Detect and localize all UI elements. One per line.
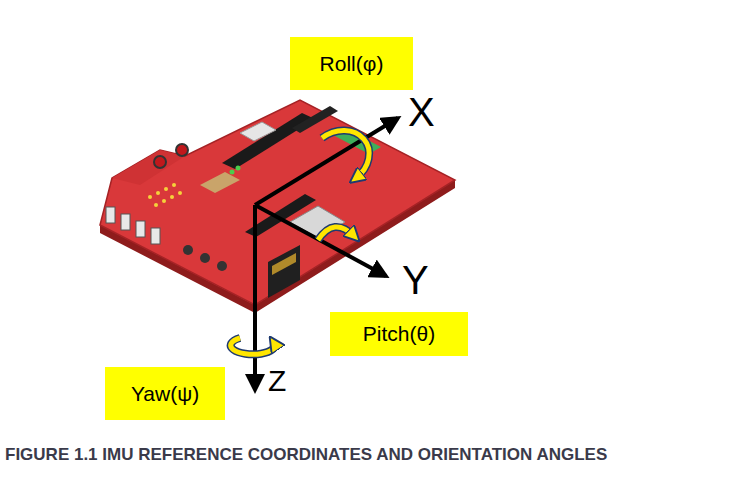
- led: [154, 203, 158, 207]
- connector-pins: [272, 253, 296, 275]
- angle-name: Yaw(ψ): [131, 382, 199, 406]
- led: [170, 195, 174, 199]
- angle-name: Roll(φ): [320, 52, 384, 76]
- push-button: [154, 156, 166, 168]
- led: [162, 199, 166, 203]
- box-connector: [268, 245, 300, 298]
- slide-switch: [136, 221, 145, 237]
- pitch-arrow-outline: [318, 227, 354, 240]
- white-chip: [240, 122, 276, 141]
- yaw-arrow: [231, 338, 275, 354]
- board-tab: [112, 150, 185, 185]
- roll-arrow: [322, 130, 369, 178]
- led: [148, 195, 152, 199]
- angle-label-box: Yaw(ψ): [105, 367, 225, 420]
- led: [230, 170, 235, 175]
- slide-switch: [121, 214, 130, 230]
- chip: [200, 172, 240, 193]
- pin-header: [222, 113, 315, 169]
- slide-switch: [151, 228, 160, 244]
- yaw-arrow-outline: [231, 338, 275, 354]
- y-axis: [255, 205, 386, 276]
- silver-module: [290, 206, 345, 238]
- led-row: [148, 183, 182, 207]
- push-button: [200, 253, 210, 263]
- axis-name: X: [408, 92, 435, 132]
- led: [164, 187, 168, 191]
- slide-switch: [106, 207, 115, 223]
- led: [178, 191, 182, 195]
- pitch-arrow: [318, 227, 354, 240]
- axis-name: Z: [268, 366, 286, 396]
- led: [156, 191, 160, 195]
- angle-name: Pitch(θ): [363, 322, 435, 346]
- angle-label-box: Pitch(θ): [330, 312, 468, 356]
- pcb-board: [100, 100, 455, 305]
- roll-arrow-outline: [322, 130, 369, 178]
- angle-label-box: Roll(φ): [290, 37, 413, 90]
- push-button: [183, 245, 193, 255]
- axis-name: Y: [402, 260, 429, 300]
- push-button: [217, 261, 227, 271]
- led: [172, 183, 176, 187]
- push-button: [176, 144, 188, 156]
- figure-caption: FIGURE 1.1 IMU REFERENCE COORDINATES AND…: [5, 446, 607, 465]
- z-axis: [253, 205, 257, 390]
- led: [236, 166, 241, 171]
- x-axis: [255, 118, 398, 205]
